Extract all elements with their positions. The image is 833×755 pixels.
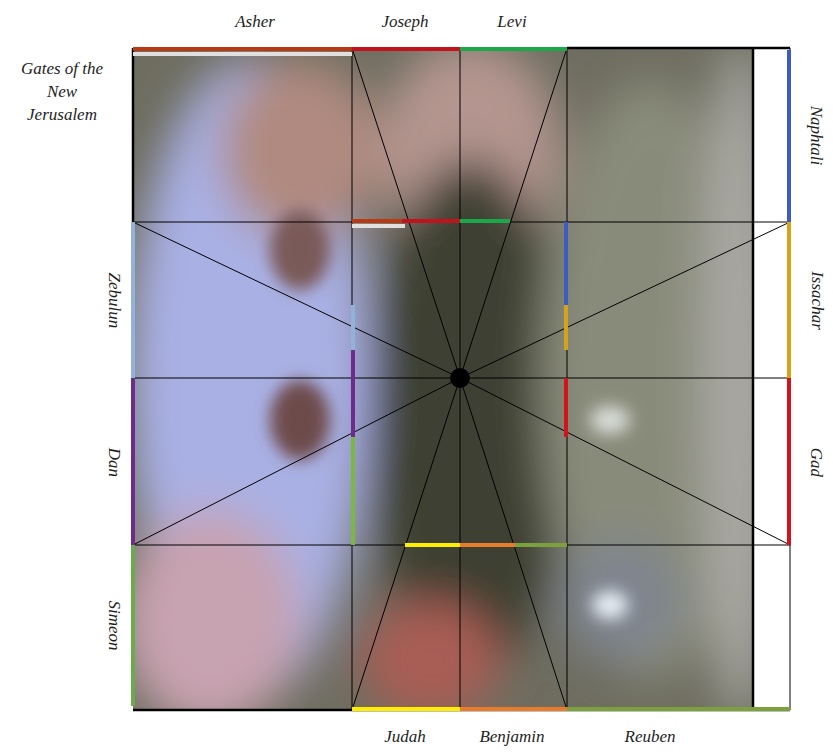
gate-label: Zebulun xyxy=(103,272,126,328)
gate-label: Benjamin xyxy=(479,726,544,749)
center-dot xyxy=(450,368,470,388)
gate-label: Reuben xyxy=(625,726,676,749)
gate-segments xyxy=(133,49,790,709)
gate-label: Naphtali xyxy=(805,105,828,165)
gate-label: Asher xyxy=(235,11,275,34)
gate-label: Judah xyxy=(384,726,426,749)
gate-label: Dan xyxy=(103,447,126,476)
diagram-title: Gates of the New Jerusalem xyxy=(12,58,112,127)
gate-label: Levi xyxy=(497,11,526,34)
frame xyxy=(133,48,790,710)
gate-label: Simeon xyxy=(103,600,126,650)
gate-label: Issachar xyxy=(805,271,828,330)
gate-label: Gad xyxy=(805,447,828,476)
gate-label: Joseph xyxy=(381,11,428,34)
photo xyxy=(133,48,753,710)
grid xyxy=(133,48,790,710)
